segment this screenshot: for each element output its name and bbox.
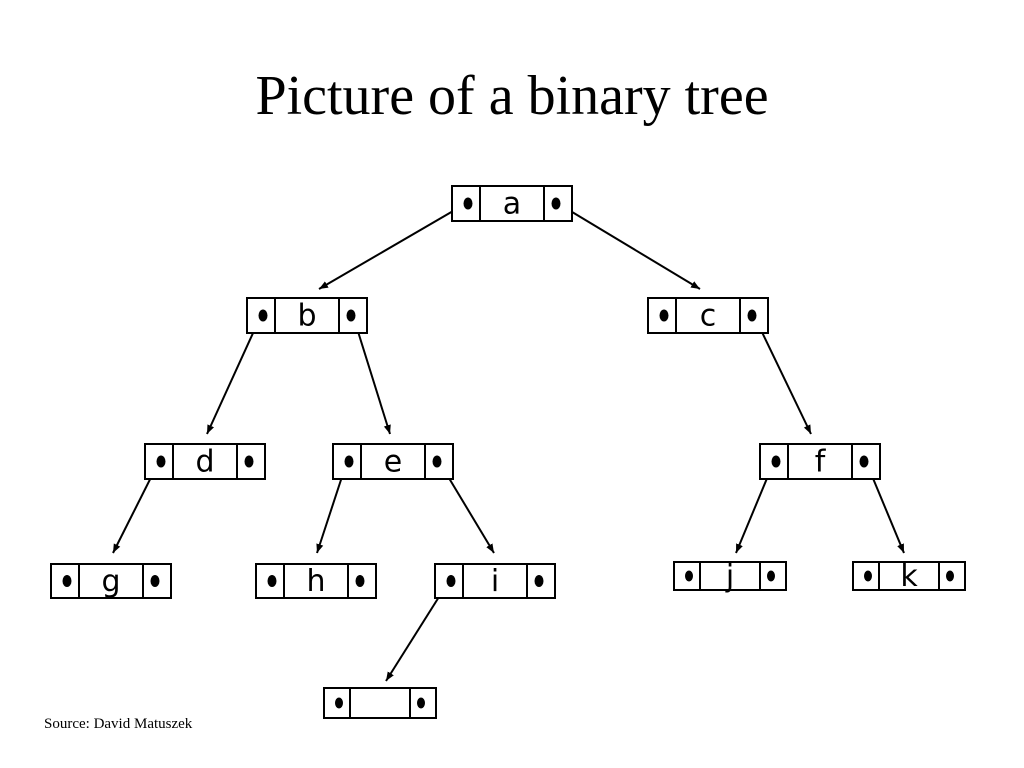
edge-a-c xyxy=(557,202,701,290)
edge-c-f xyxy=(753,315,812,435)
tree-node-i: i xyxy=(434,563,556,599)
left-pointer-dot xyxy=(864,570,872,582)
right-pointer-dot xyxy=(534,575,544,587)
node-label: g xyxy=(101,564,120,599)
right-pointer-dot xyxy=(244,455,254,468)
source-credit: Source: David Matuszek xyxy=(44,716,193,732)
tree-node-j: j xyxy=(673,559,787,594)
tree-node-f: f xyxy=(759,443,881,480)
right-pointer-dot xyxy=(346,309,356,322)
left-pointer-dot xyxy=(267,575,277,587)
right-pointer-dot xyxy=(946,570,954,582)
right-pointer-dot xyxy=(859,455,869,468)
right-pointer-dot xyxy=(150,575,160,587)
left-pointer-dot xyxy=(344,455,354,468)
left-pointer-dot xyxy=(463,197,473,210)
tree-node-k: k xyxy=(852,559,966,594)
node-label: f xyxy=(815,445,827,480)
right-pointer-dot xyxy=(355,575,365,587)
edge-a-b xyxy=(318,202,467,290)
edge-b-e xyxy=(352,315,391,435)
tree-node-c: c xyxy=(647,297,769,334)
left-pointer-dot xyxy=(659,309,669,322)
page-title: Picture of a binary tree xyxy=(255,65,769,127)
right-pointer-dot xyxy=(767,570,775,582)
node-label: j xyxy=(725,559,734,594)
node-label: d xyxy=(195,445,214,480)
edges xyxy=(112,202,905,682)
nodes: a b c d e f g h i j k xyxy=(50,185,966,719)
tree-node-a: a xyxy=(451,185,573,222)
right-pointer-dot xyxy=(747,309,757,322)
node-label: a xyxy=(503,187,521,222)
tree-node-h: h xyxy=(255,563,377,599)
left-pointer-dot xyxy=(446,575,456,587)
node-label: i xyxy=(491,564,499,599)
left-pointer-dot xyxy=(685,570,693,582)
tree-node-unlabeled xyxy=(323,687,437,719)
tree-node-d: d xyxy=(144,443,266,480)
tree-node-e: e xyxy=(332,443,454,480)
left-pointer-dot xyxy=(335,697,343,709)
tree-node-g: g xyxy=(50,563,172,599)
edge-b-d xyxy=(206,315,262,435)
right-pointer-dot xyxy=(417,697,425,709)
left-pointer-dot xyxy=(771,455,781,468)
left-pointer-dot xyxy=(62,575,72,587)
node-label: h xyxy=(306,564,325,599)
left-pointer-dot xyxy=(156,455,166,468)
node-label: k xyxy=(900,559,918,594)
right-pointer-dot xyxy=(551,197,561,210)
tree-node-b: b xyxy=(246,297,368,334)
right-pointer-dot xyxy=(432,455,442,468)
node-label: c xyxy=(700,299,717,334)
left-pointer-dot xyxy=(258,309,268,322)
node-label: b xyxy=(297,299,316,334)
node-label: e xyxy=(384,445,402,480)
